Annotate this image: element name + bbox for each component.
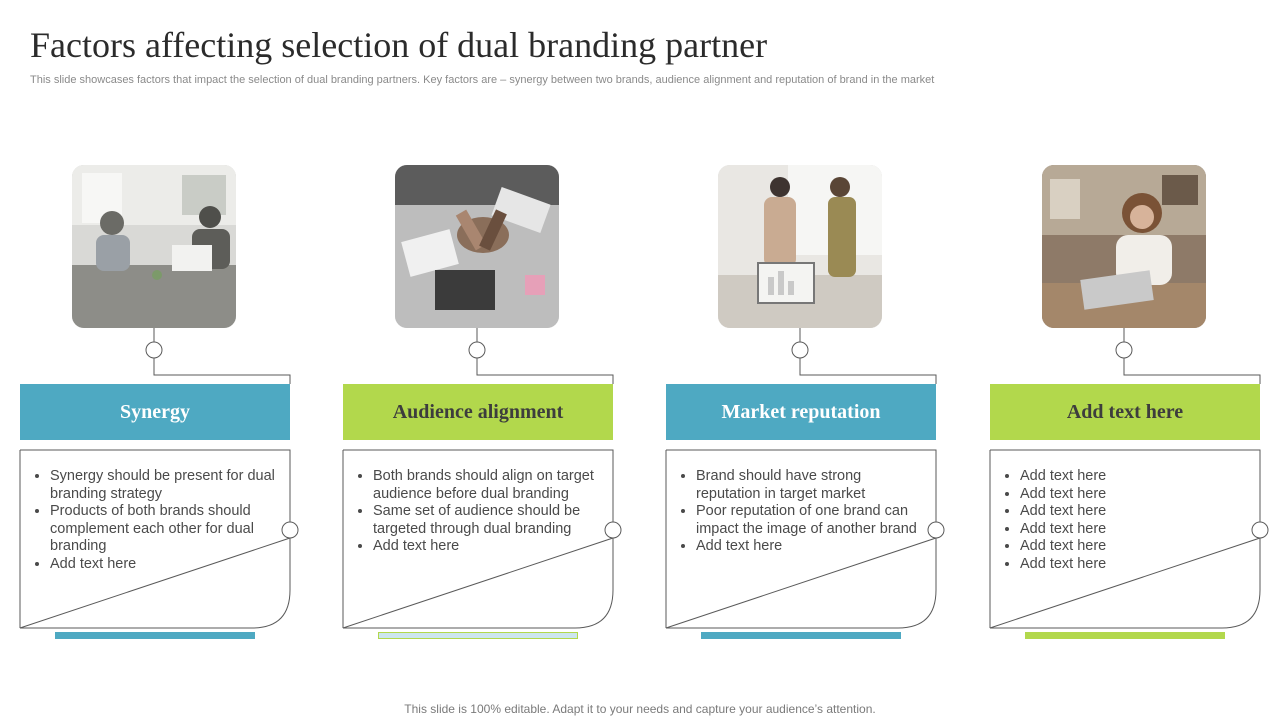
list-item: Add text here [50, 556, 282, 574]
page-title: Factors affecting selection of dual bran… [30, 25, 768, 65]
list-item: Same set of audience should be targeted … [373, 503, 605, 538]
factor-card-synergy: Synergy Synergy should be present for du… [19, 160, 320, 650]
list-item: Add text here [1020, 538, 1252, 556]
list-item: Both brands should align on target audie… [373, 468, 605, 503]
bullet-list: Add text here Add text here Add text her… [1000, 468, 1252, 574]
list-item: Products of both brands should complemen… [50, 503, 282, 556]
woman-laptop-photo [1042, 165, 1206, 328]
list-item: Add text here [1020, 503, 1252, 521]
list-item: Add text here [696, 538, 928, 556]
factor-card-market-reputation: Market reputation Brand should have stro… [665, 160, 966, 650]
card-heading: Market reputation [666, 384, 936, 440]
accent-bar [701, 632, 901, 639]
bullet-list: Synergy should be present for dual brand… [30, 468, 282, 574]
page-subtitle: This slide showcases factors that impact… [30, 74, 935, 86]
bullet-list: Brand should have strong reputation in t… [676, 468, 928, 556]
factor-card-add-text: Add text here Add text here Add text her… [989, 160, 1280, 650]
card-heading: Add text here [990, 384, 1260, 440]
list-item: Add text here [373, 538, 605, 556]
presentation-photo [718, 165, 882, 328]
list-item: Add text here [1020, 468, 1252, 486]
bullet-list: Both brands should align on target audie… [353, 468, 605, 556]
accent-bar [1025, 632, 1225, 639]
footer-note: This slide is 100% editable. Adapt it to… [404, 702, 876, 716]
factor-card-audience-alignment: Audience alignment Both brands should al… [342, 160, 643, 650]
accent-bar [378, 632, 578, 639]
card-heading: Audience alignment [343, 384, 613, 440]
team-meeting-photo [72, 165, 236, 328]
list-item: Add text here [1020, 486, 1252, 504]
accent-bar [55, 632, 255, 639]
list-item: Brand should have strong reputation in t… [696, 468, 928, 503]
list-item: Poor reputation of one brand can impact … [696, 503, 928, 538]
card-heading: Synergy [20, 384, 290, 440]
list-item: Add text here [1020, 521, 1252, 539]
list-item: Synergy should be present for dual brand… [50, 468, 282, 503]
team-hands-photo [395, 165, 559, 328]
list-item: Add text here [1020, 556, 1252, 574]
